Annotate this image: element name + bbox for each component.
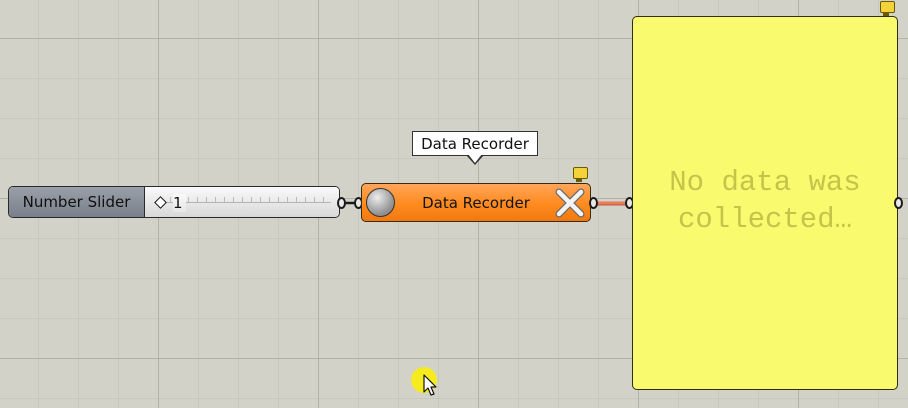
data-recorder-label: Data Recorder: [422, 193, 530, 212]
panel-output-grip[interactable]: [894, 197, 903, 209]
recorder-flag-foot: [576, 179, 582, 182]
panel-flag-foot: [883, 13, 889, 16]
recorder-output-grip[interactable]: [589, 197, 598, 209]
tooltip-tail-inner: [468, 154, 482, 163]
data-recorder-component[interactable]: Data Recorder: [361, 183, 591, 222]
sphere-icon[interactable]: [366, 188, 395, 217]
number-slider-label: Number Slider: [9, 187, 145, 217]
data-panel[interactable]: No data was collected…: [632, 16, 898, 390]
panel-empty-message: No data was collected…: [669, 166, 861, 236]
slider-value: 1: [173, 194, 186, 212]
close-x-icon[interactable]: [554, 187, 586, 219]
slider-rail: [161, 202, 331, 203]
mouse-pointer-icon: [423, 374, 437, 396]
panel-flag-icon: [880, 1, 895, 13]
tooltip: Data Recorder: [412, 131, 538, 156]
slider-ticks: [161, 197, 331, 203]
slider-track[interactable]: 1: [145, 187, 339, 217]
recorder-flag-icon: [573, 167, 588, 179]
number-slider[interactable]: Number Slider 1: [8, 186, 340, 218]
slider-output-grip[interactable]: [337, 197, 346, 209]
